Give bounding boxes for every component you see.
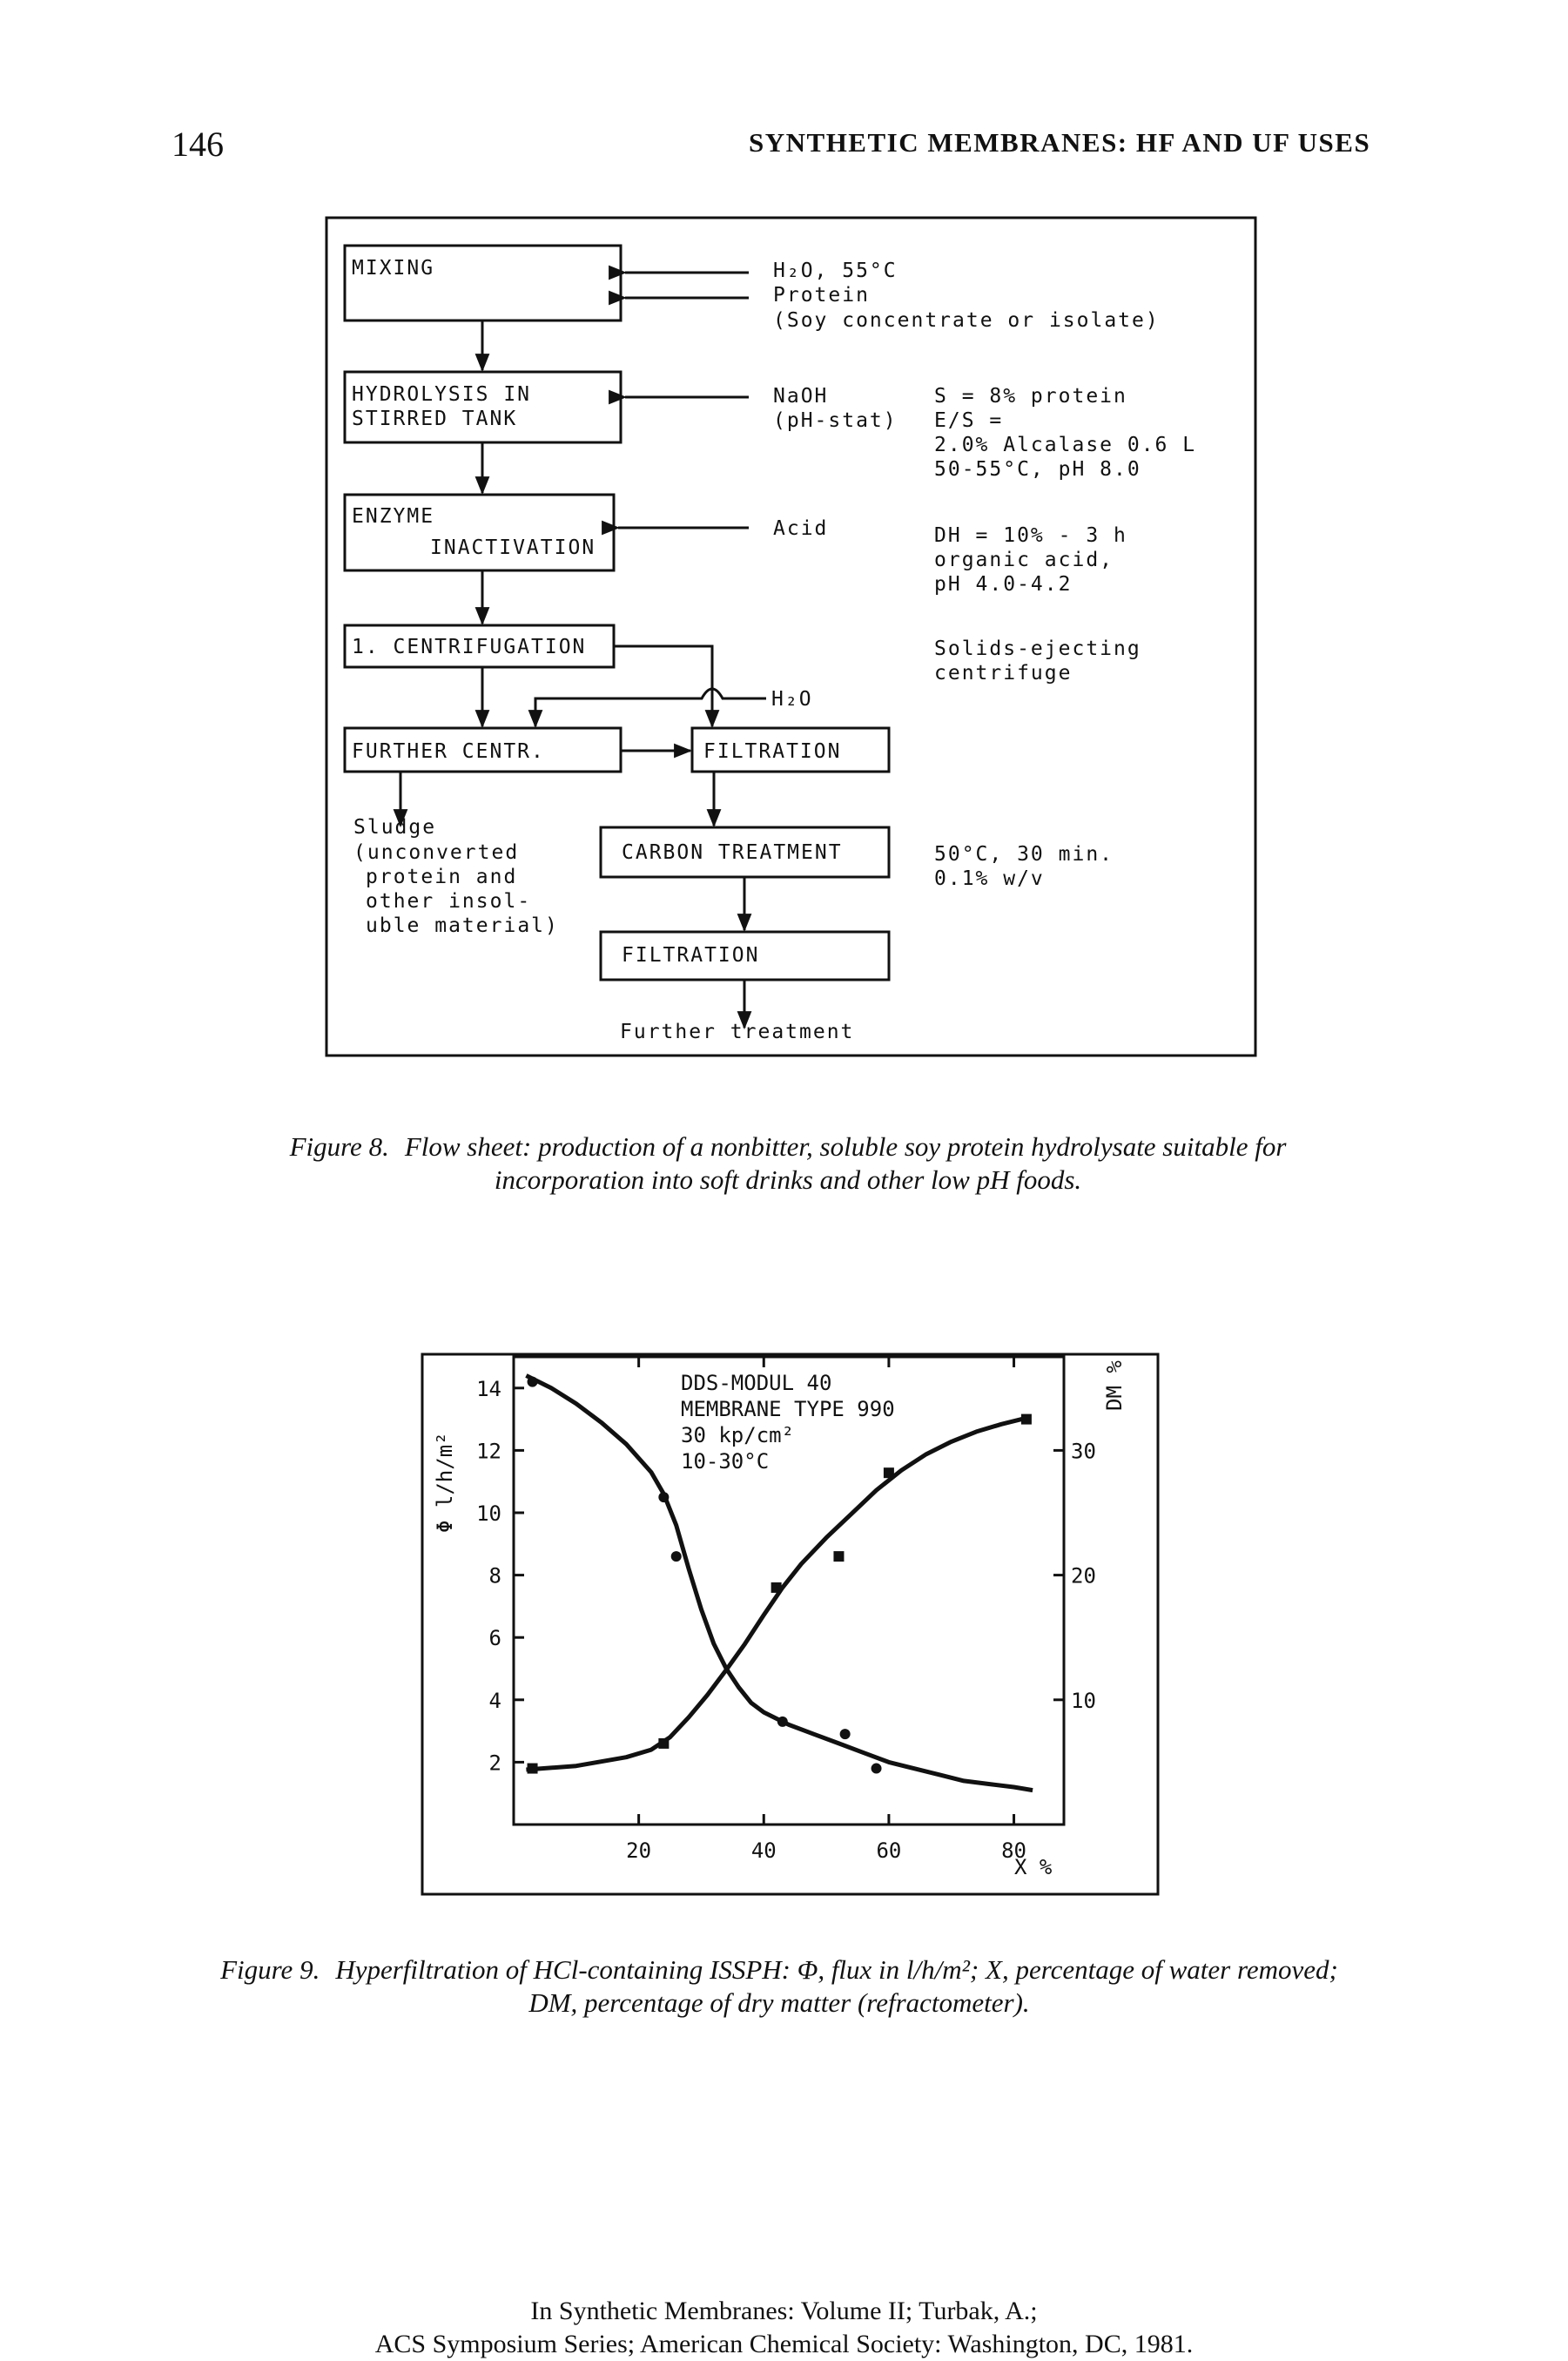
input-acid: Acid [773, 517, 828, 540]
y-left-tick-label: 2 [489, 1751, 501, 1775]
y-left-tick-label: 14 [476, 1377, 501, 1401]
note-ph-range: pH 4.0-4.2 [934, 573, 1072, 596]
sludge-line: (unconverted [353, 841, 519, 864]
figure8-caption-label: Figure 8. [289, 1131, 389, 1162]
data-point-dry-matter [527, 1763, 538, 1774]
figure8-caption: Figure 8. Flow sheet: production of a non… [226, 1130, 1349, 1197]
step-hydrolysis-line1: HYDROLYSIS IN [352, 383, 531, 406]
note-alcalase: 2.0% Alcalase 0.6 L [934, 434, 1196, 456]
step-enzyme-line2: INACTIVATION [430, 536, 596, 559]
step-filtration1: FILTRATION [703, 740, 841, 763]
note-es: E/S = [934, 409, 1003, 432]
input-ph-stat: (pH-stat) [773, 409, 898, 432]
note-substrate: S = 8% protein [934, 385, 1127, 408]
note-carbon-dose: 0.1% w/v [934, 867, 1045, 890]
figure9-frame [421, 1353, 1160, 1896]
x-tick-label: 80 [1001, 1838, 1026, 1863]
note-solids-ejecting: Solids-ejecting [934, 637, 1141, 660]
x-tick-label: 20 [626, 1838, 651, 1863]
y-right-tick-label: 30 [1071, 1439, 1096, 1463]
input-water: H₂O [771, 688, 813, 711]
sludge-line: protein and [366, 866, 517, 888]
y-right-tick-label: 10 [1071, 1689, 1096, 1713]
y-left-tick-label: 10 [476, 1501, 501, 1526]
note-temp-ph: 50-55°C, pH 8.0 [934, 458, 1141, 481]
input-water-temp: H₂O, 55°C [773, 260, 898, 282]
x-tick-label: 40 [751, 1838, 777, 1863]
data-point-flux [839, 1729, 851, 1740]
data-point-dry-matter [771, 1582, 782, 1593]
data-point-flux [527, 1376, 538, 1387]
note-organic-acid: organic acid, [934, 549, 1114, 571]
plot-area [512, 1355, 1066, 1826]
figure9-caption: Figure 9. Hyperfiltration of HCl-containi… [218, 1953, 1341, 2020]
y-left-tick-label: 6 [489, 1626, 501, 1650]
x-axis-label: X % [1014, 1855, 1053, 1879]
legend-line: DDS-MODUL 40 [681, 1371, 831, 1395]
figure8-frame [325, 216, 1257, 1057]
data-point-flux [871, 1763, 882, 1774]
sludge-line: uble material) [366, 914, 559, 937]
y-left-tick-label: 12 [476, 1439, 501, 1463]
citation-line2: ACS Symposium Series; American Chemical … [374, 2330, 1194, 2358]
y-left-tick-label: 4 [489, 1689, 501, 1713]
step-filtration2: FILTRATION [622, 944, 759, 967]
step-enzyme-line1: ENZYME [352, 505, 434, 528]
citation-line1: In Synthetic Membranes: Volume II; Turba… [530, 2297, 1038, 2325]
figure9-caption-label: Figure 9. [220, 1954, 320, 1985]
running-head: SYNTHETIC MEMBRANES: HF AND UF USES [749, 127, 1371, 158]
legend-line: MEMBRANE TYPE 990 [681, 1397, 895, 1421]
note-carbon-temp: 50°C, 30 min. [934, 843, 1114, 866]
step-further-centr: FURTHER CENTR. [352, 740, 545, 763]
data-point-dry-matter [658, 1737, 670, 1749]
x-tick-label: 60 [876, 1838, 901, 1863]
step-mixing: MIXING [352, 257, 434, 280]
data-point-dry-matter [833, 1551, 845, 1562]
series-line-flux [525, 1373, 1033, 1793]
y-left-tick-label: 8 [489, 1564, 501, 1589]
step-hydrolysis-line2: STIRRED TANK [352, 408, 517, 430]
legend-line: 10-30°C [681, 1449, 769, 1474]
data-point-dry-matter [1020, 1413, 1032, 1425]
data-point-dry-matter [883, 1467, 894, 1479]
figure9-caption-text: Hyperfiltration of HCl-containing ISSPH:… [335, 1954, 1338, 2018]
data-point-flux [658, 1492, 670, 1503]
sludge-line: other insol- [366, 890, 531, 913]
y-right-axis-label: DM % [1102, 1360, 1127, 1411]
sludge-line: Sludge [353, 816, 436, 839]
series-line-dry-matter [526, 1415, 1027, 1772]
legend-line: 30 kp/cm² [681, 1423, 794, 1447]
figure8-caption-text: Flow sheet: production of a nonbitter, s… [404, 1131, 1287, 1195]
data-point-flux [670, 1551, 682, 1562]
step-centrifugation: 1. CENTRIFUGATION [352, 636, 586, 658]
input-soy: (Soy concentrate or isolate) [773, 309, 1160, 332]
data-point-flux [777, 1716, 788, 1727]
input-naoh: NaOH [773, 385, 828, 408]
page-number: 146 [172, 125, 224, 164]
y-right-tick-label: 20 [1071, 1564, 1096, 1589]
further-treatment: Further treatment [620, 1021, 854, 1043]
input-protein: Protein [773, 284, 870, 307]
note-dh: DH = 10% - 3 h [934, 524, 1127, 547]
step-carbon-treatment: CARBON TREATMENT [622, 841, 843, 864]
note-centrifuge: centrifuge [934, 662, 1072, 685]
y-left-axis-label: Φ l/h/m² [433, 1432, 457, 1533]
figure8-flowsheet: MIXING HYDROLYSIS IN STIRRED TANK ENZYME… [325, 216, 1257, 1057]
